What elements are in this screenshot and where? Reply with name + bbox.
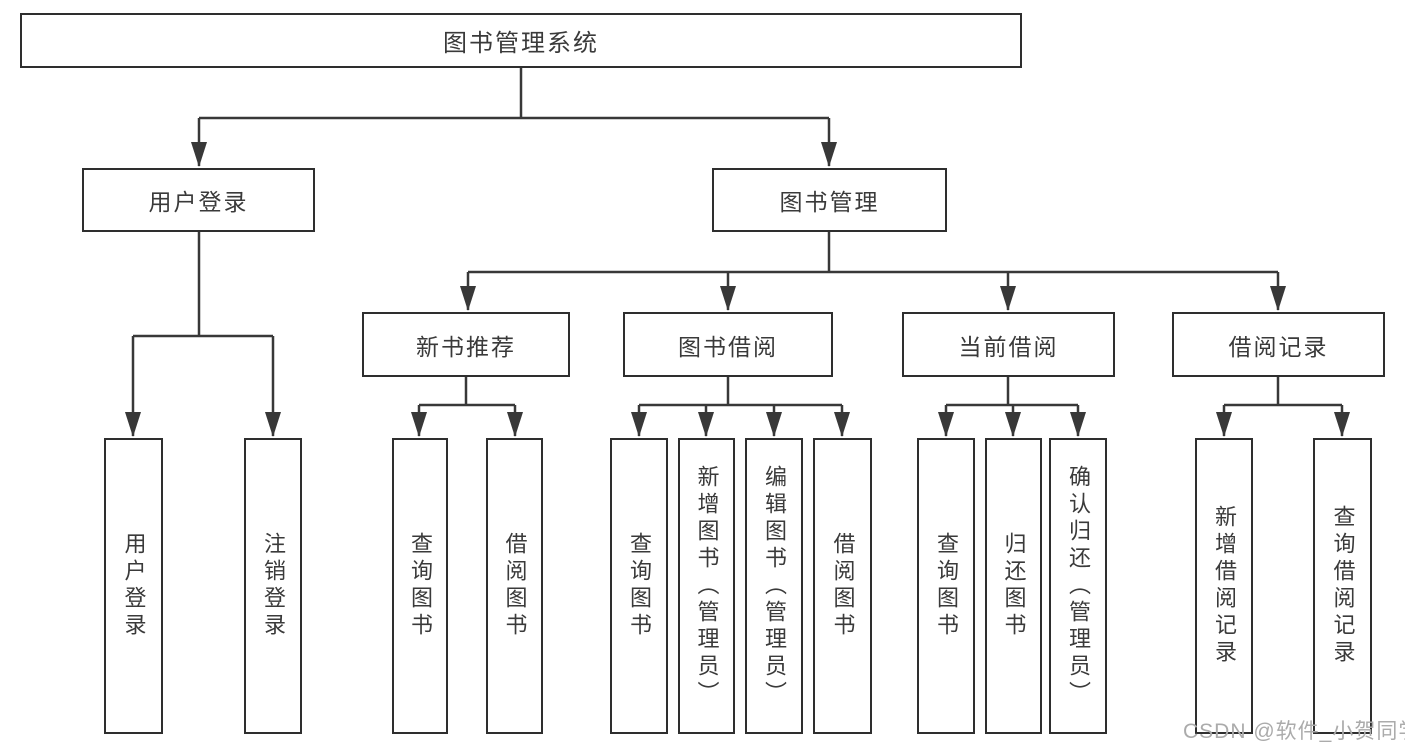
node-book-borrowing: 图书借阅 xyxy=(623,312,833,377)
leaf-borrow-books-borrowing: 借阅图书 xyxy=(813,438,872,734)
leaf-return-book-label: 归还图书 xyxy=(1001,532,1027,640)
arrowhead-icons xyxy=(125,142,1350,437)
node-book-management-label: 图书管理 xyxy=(779,189,880,215)
leaf-query-books-recommend: 查询图书 xyxy=(392,438,448,734)
node-user-login-label: 用户登录 xyxy=(148,189,249,215)
leaf-borrow-books-recommend-label: 借阅图书 xyxy=(502,532,528,640)
leaf-add-book-admin-label: 新增图书（管理员） xyxy=(694,464,720,708)
csdn-watermark: CSDN @软件_小贺同学 xyxy=(1183,720,1405,743)
leaf-return-book: 归还图书 xyxy=(985,438,1042,734)
leaf-confirm-return-admin: 确认归还（管理员） xyxy=(1049,438,1107,734)
leaf-edit-book-admin: 编辑图书（管理员） xyxy=(745,438,803,734)
node-current-borrowing-label: 当前借阅 xyxy=(958,333,1059,360)
leaf-query-books-current: 查询图书 xyxy=(917,438,975,734)
leaf-confirm-return-admin-label: 确认归还（管理员） xyxy=(1066,464,1091,708)
node-new-book-recommend-label: 新书推荐 xyxy=(416,333,516,360)
leaf-query-books-borrowing-label: 查询图书 xyxy=(627,532,652,640)
node-new-book-recommend: 新书推荐 xyxy=(362,312,570,377)
leaf-borrow-books-recommend: 借阅图书 xyxy=(486,438,543,734)
leaf-query-books-current-label: 查询图书 xyxy=(934,532,959,640)
leaf-logout: 注销登录 xyxy=(244,438,302,734)
leaf-user-login-label: 用户登录 xyxy=(121,532,147,640)
node-borrowing-records: 借阅记录 xyxy=(1172,312,1385,377)
node-user-login: 用户登录 xyxy=(82,168,315,232)
leaf-edit-book-admin-label: 编辑图书（管理员） xyxy=(762,464,787,708)
leaf-query-books-borrowing: 查询图书 xyxy=(610,438,668,734)
leaf-query-borrow-record: 查询借阅记录 xyxy=(1313,438,1372,734)
leaf-logout-label: 注销登录 xyxy=(261,532,286,640)
leaf-add-book-admin: 新增图书（管理员） xyxy=(678,438,735,734)
node-root: 图书管理系统 xyxy=(20,13,1022,68)
node-borrowing-records-label: 借阅记录 xyxy=(1228,333,1329,360)
leaf-borrow-books-borrowing-label: 借阅图书 xyxy=(830,532,856,640)
leaf-user-login: 用户登录 xyxy=(104,438,163,734)
leaf-query-borrow-record-label: 查询借阅记录 xyxy=(1330,505,1356,667)
node-root-label: 图书管理系统 xyxy=(443,30,599,57)
connector-lines xyxy=(131,68,1344,436)
leaf-add-borrow-record: 新增借阅记录 xyxy=(1195,438,1253,734)
node-current-borrowing: 当前借阅 xyxy=(902,312,1115,377)
leaf-add-borrow-record-label: 新增借阅记录 xyxy=(1212,505,1237,667)
leaf-query-books-recommend-label: 查询图书 xyxy=(408,532,433,640)
node-book-borrowing-label: 图书借阅 xyxy=(678,333,778,360)
node-book-management: 图书管理 xyxy=(712,168,947,232)
